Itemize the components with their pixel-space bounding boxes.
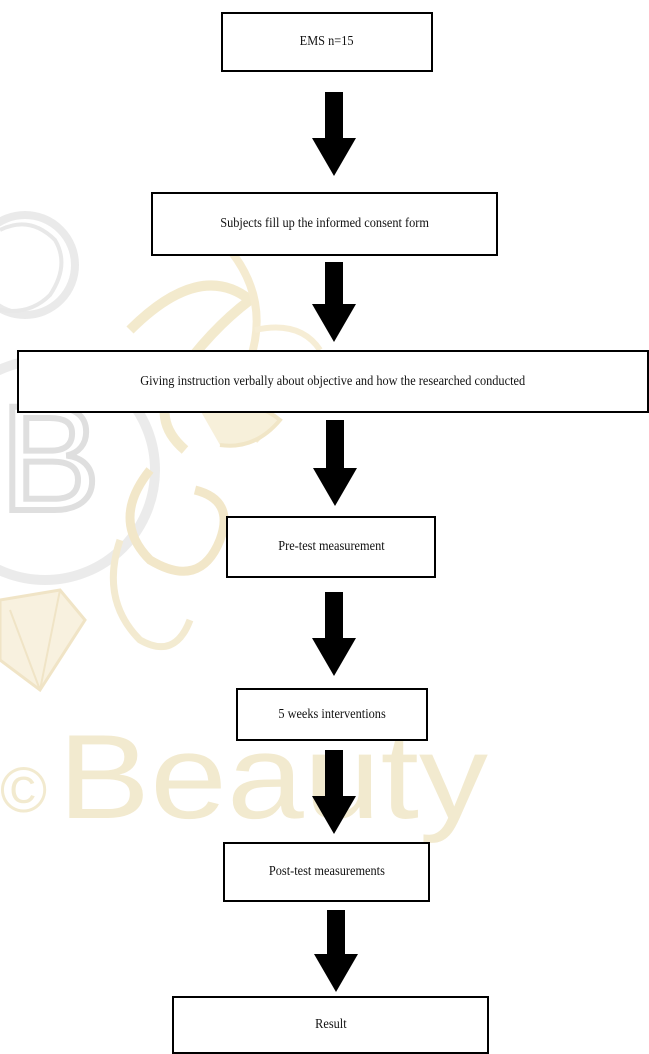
step-intervention-box: 5 weeks interventions [236, 688, 428, 741]
arrow-down-icon [314, 910, 358, 992]
step-ems-box: EMS n=15 [221, 12, 433, 72]
step-result-box: Result [172, 996, 489, 1054]
arrow-down-icon [312, 592, 356, 676]
watermark-copyright-mark: © [0, 754, 47, 826]
step-result-label: Result [314, 1017, 347, 1032]
step-posttest-label: Post-test measurements [268, 864, 385, 879]
arrow-down-icon [313, 420, 357, 506]
step-pretest-label: Pre-test measurement [277, 539, 385, 554]
step-consent-box: Subjects fill up the informed consent fo… [151, 192, 498, 256]
step-consent-label: Subjects fill up the informed consent fo… [220, 216, 429, 231]
step-ems-label: EMS n=15 [300, 34, 354, 49]
step-instruction-label: Giving instruction verbally about object… [140, 373, 526, 389]
arrow-down-icon [312, 92, 356, 176]
step-posttest-box: Post-test measurements [223, 842, 430, 902]
step-pretest-box: Pre-test measurement [226, 516, 436, 578]
arrow-down-icon [312, 262, 356, 342]
step-intervention-label: 5 weeks interventions [278, 706, 386, 722]
arrow-down-icon [312, 750, 356, 834]
step-instruction-box: Giving instruction verbally about object… [17, 350, 649, 413]
